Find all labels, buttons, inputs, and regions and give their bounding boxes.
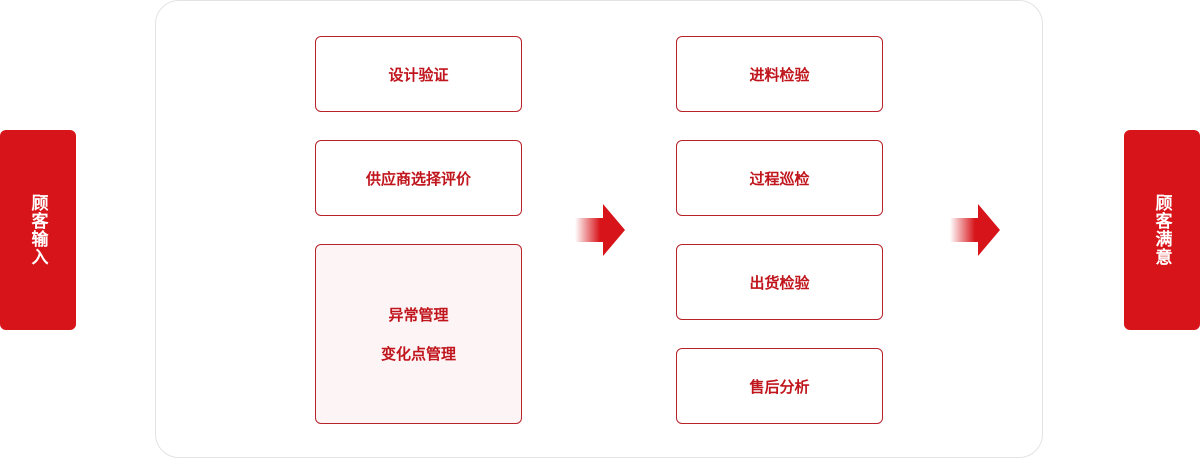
step-label-line2: 变化点管理 [380, 345, 456, 363]
customer-input-box: 顾客输入 [0, 130, 76, 330]
step-shipment-inspection: 出货检验 [676, 244, 883, 320]
step-after-sales-analysis: 售后分析 [676, 348, 883, 424]
customer-satisfaction-box: 顾客满意 [1124, 130, 1200, 330]
step-label-line1: 异常管理 [388, 306, 449, 324]
step-supplier-selection: 供应商选择评价 [315, 140, 522, 216]
step-exception-change-management: 异常管理 变化点管理 [315, 244, 522, 424]
step-label: 售后分析 [749, 377, 810, 396]
step-label: 过程巡检 [749, 169, 810, 188]
customer-input-label: 顾客输入 [27, 194, 48, 266]
step-design-verification: 设计验证 [315, 36, 522, 112]
right-arrow-icon [950, 204, 1000, 256]
step-process-patrol-inspection: 过程巡检 [676, 140, 883, 216]
step-label: 进料检验 [749, 65, 810, 84]
step-label: 供应商选择评价 [365, 169, 471, 188]
step-label: 设计验证 [388, 65, 449, 84]
right-arrow-icon [575, 204, 625, 256]
step-label: 出货检验 [749, 273, 810, 292]
customer-satisfaction-label: 顾客满意 [1151, 194, 1172, 266]
step-incoming-inspection: 进料检验 [676, 36, 883, 112]
